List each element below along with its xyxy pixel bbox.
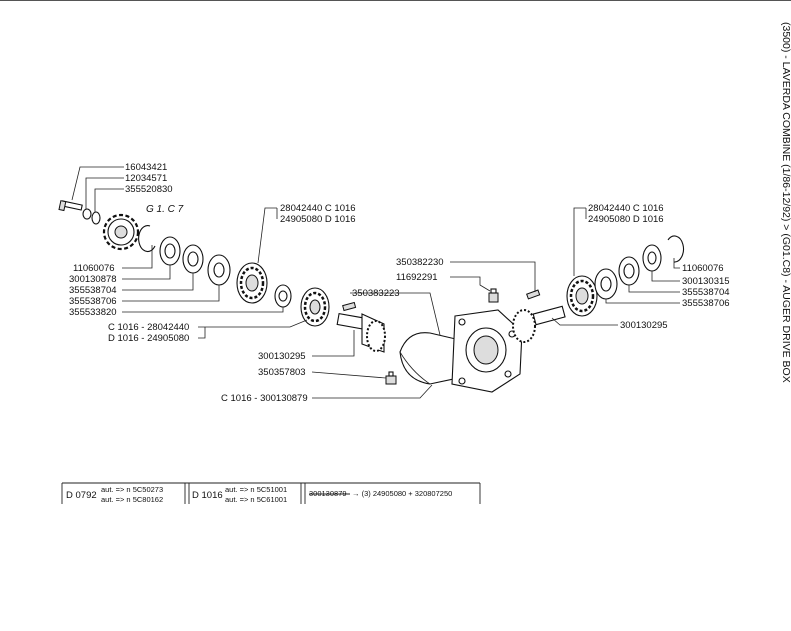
part-label-355538704-right: 355538704 bbox=[682, 287, 730, 298]
top-border-line bbox=[0, 0, 791, 1]
breather-plug-part bbox=[488, 288, 499, 303]
key-part bbox=[342, 301, 357, 312]
bearing-part-right bbox=[566, 275, 598, 317]
part-label-c1016-28042440: C 1016 - 28042440 bbox=[108, 322, 189, 333]
part-label-300130878: 300130878 bbox=[69, 274, 117, 285]
part-label-355538706-left: 355538706 bbox=[69, 296, 117, 307]
gearbox-housing-part bbox=[399, 309, 523, 393]
part-label-350382230: 350382230 bbox=[396, 257, 444, 268]
bolt-part bbox=[58, 200, 83, 212]
shim-washer-right-hole bbox=[623, 263, 635, 279]
circlip-part-right bbox=[667, 235, 685, 263]
notes-table: D 0792 aut. => n 5C50273 aut. => n 5C801… bbox=[61, 482, 481, 504]
circlip-part bbox=[138, 225, 156, 253]
part-label-16043421: 16043421 bbox=[125, 162, 167, 173]
bearing-part-left-2 bbox=[300, 287, 330, 327]
note-d1016-line2: aut. => n 5C61001 bbox=[225, 495, 287, 504]
part-label-12034571: 12034571 bbox=[125, 173, 167, 184]
part-label-300130295-right: 300130295 bbox=[620, 320, 668, 331]
part-label-c1016-300130879: C 1016 - 300130879 bbox=[221, 393, 308, 404]
part-label-11060076-left: 11060076 bbox=[73, 263, 115, 274]
part-label-bearing-right-c: 28042440 C 1016 bbox=[588, 203, 664, 214]
part-label-350357803: 350357803 bbox=[258, 367, 306, 378]
page-title: (3500) - LAVERDA COMBINE (1/86-12/92) > … bbox=[780, 22, 791, 383]
note-replaced-part: 300130879 bbox=[309, 489, 347, 498]
part-label-11060076-right: 11060076 bbox=[682, 263, 724, 274]
note-d0792-line2: aut. => n 5C80162 bbox=[101, 495, 163, 504]
spacer-washer-right-hole bbox=[600, 276, 612, 292]
note-replacement-text: → (3) 24905080 + 320807250 bbox=[352, 489, 452, 498]
note-d1016-line1: aut. => n 5C51001 bbox=[225, 485, 287, 494]
part-label-bearing-left-d: 24905080 D 1016 bbox=[280, 214, 356, 225]
note-code-d0792: D 0792 bbox=[66, 490, 97, 501]
group-reference-label: G 1. C 7 bbox=[146, 204, 184, 215]
part-label-355520830: 355520830 bbox=[125, 184, 173, 195]
part-label-bearing-right-d: 24905080 D 1016 bbox=[588, 214, 664, 225]
bevel-gear-part-left bbox=[336, 313, 386, 353]
sprocket-part bbox=[102, 213, 140, 251]
bevel-gear-part-right bbox=[512, 305, 566, 343]
part-label-355538706-right: 355538706 bbox=[682, 298, 730, 309]
thrust-washer-right-hole bbox=[647, 251, 657, 265]
part-label-d1016-24905080: D 1016 - 24905080 bbox=[108, 333, 189, 344]
thrust-washer-hole bbox=[164, 243, 176, 259]
part-label-300130315: 300130315 bbox=[682, 276, 730, 287]
grease-nipple-part bbox=[385, 371, 397, 385]
key-part-right bbox=[526, 289, 541, 300]
ring-hole bbox=[278, 290, 288, 302]
part-label-355538704-left: 355538704 bbox=[69, 285, 117, 296]
spacer-washer-hole bbox=[213, 262, 225, 278]
leader-lines bbox=[71, 166, 680, 399]
note-d0792-line1: aut. => n 5C50273 bbox=[101, 485, 163, 494]
part-label-355533820: 355533820 bbox=[69, 307, 117, 318]
note-code-d1016: D 1016 bbox=[192, 490, 223, 501]
washer-part bbox=[91, 211, 101, 225]
bearing-part-left bbox=[236, 262, 268, 304]
part-label-350383223: 350383223 bbox=[352, 288, 400, 299]
part-label-bearing-left-c: 28042440 C 1016 bbox=[280, 203, 356, 214]
part-label-300130295-left: 300130295 bbox=[258, 351, 306, 362]
part-label-11692291: 11692291 bbox=[396, 272, 438, 283]
lock-washer-part bbox=[82, 208, 92, 220]
shim-washer-hole bbox=[187, 251, 199, 267]
